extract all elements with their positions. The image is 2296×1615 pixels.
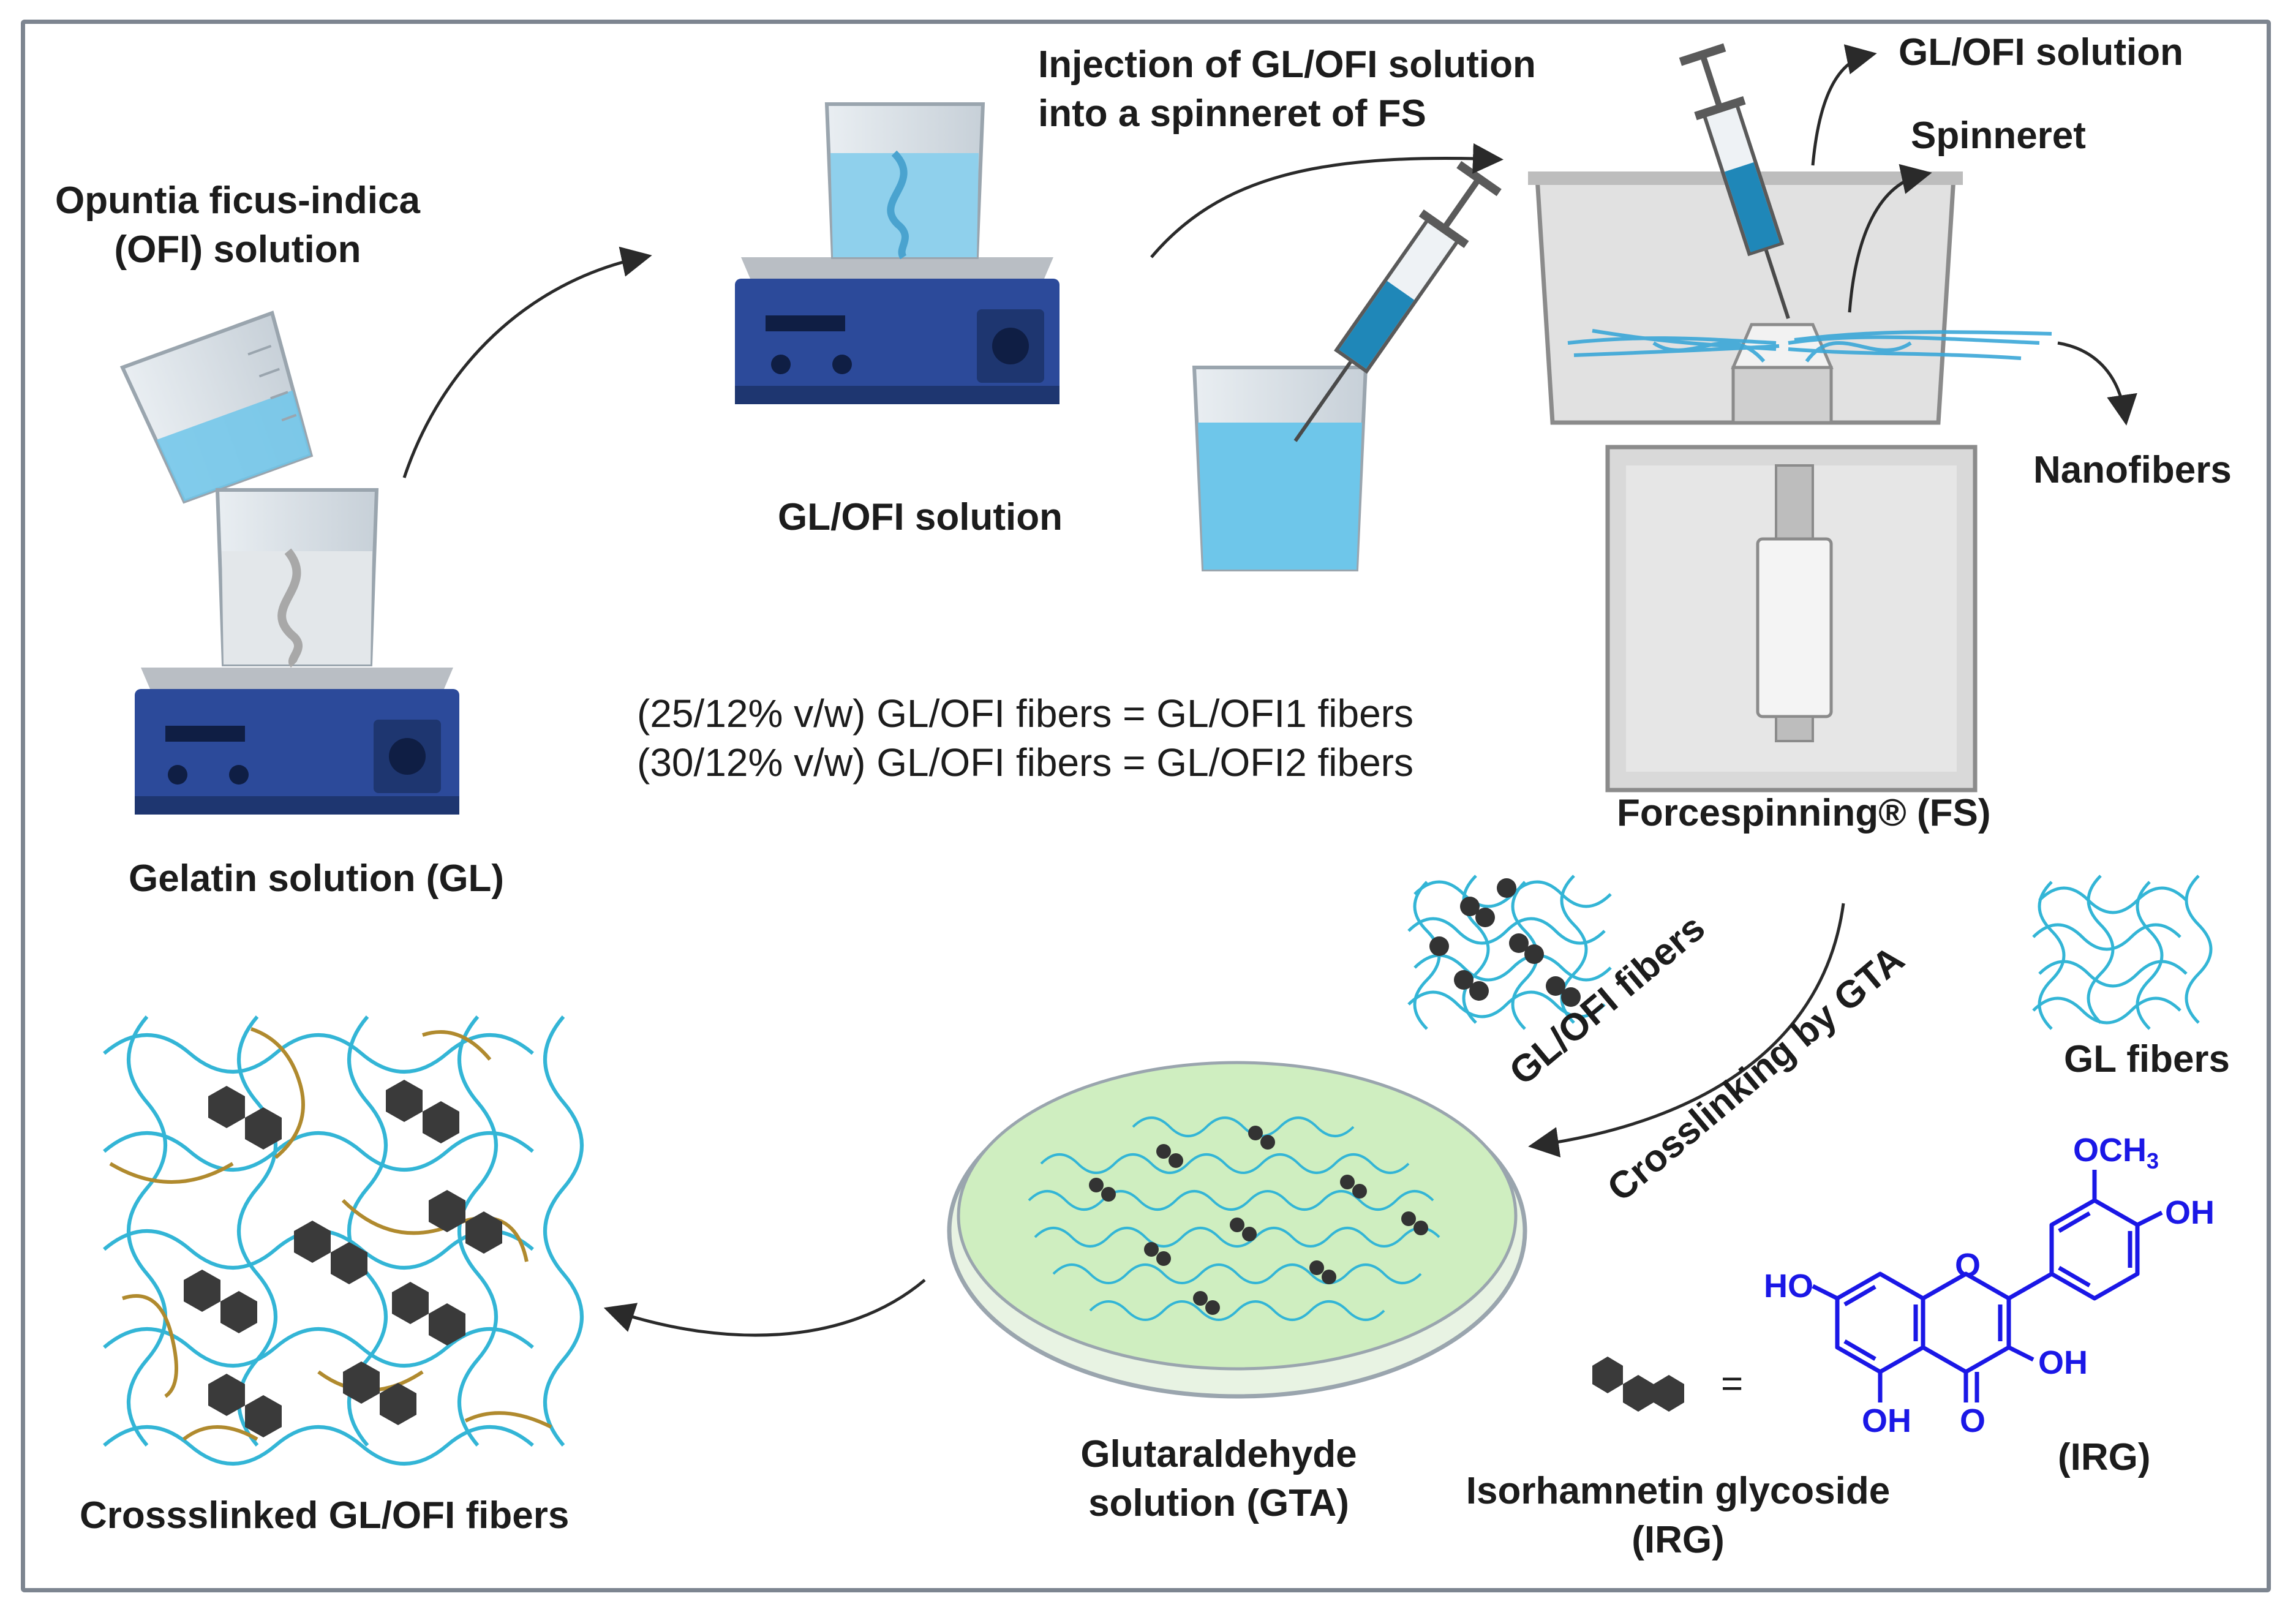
- ho-7-label: HO: [1764, 1268, 1813, 1304]
- arrow-to-nanofibers-label: [2057, 341, 2137, 426]
- gl-fibers-icon: [2032, 875, 2213, 1030]
- magnetic-stirrer-gelatin-icon: [135, 668, 459, 815]
- pouring-beaker-icon: [119, 311, 314, 504]
- ofi-solution-label: Opuntia ficus-indica(OFI) solution: [55, 179, 420, 271]
- glofi-solution-stirrer-label: GL/OFI solution: [778, 496, 1063, 538]
- beaker-injection-icon: [1192, 366, 1368, 571]
- spinneret-label: Spinneret: [1911, 115, 2086, 157]
- syringe-icon: [1293, 160, 1502, 442]
- och3-label: OCH3: [2073, 1132, 2159, 1173]
- ratio-definitions: (25/12% v/w) GL/OFI fibers = GL/OFI1 fib…: [637, 689, 1413, 787]
- glofi-fibers-icon: [1407, 875, 1612, 1030]
- irg-abbrev-label: (IRG): [2058, 1436, 2151, 1478]
- forcespinning-machine-icon: [1528, 171, 2052, 792]
- irg-name-label: Isorhamnetin glycoside(IRG): [1466, 1470, 1891, 1561]
- forcespinning-label: Forcespinning® (FS): [1617, 792, 1991, 834]
- crosslinked-fibers-icon: [103, 1015, 584, 1466]
- glofi-solution-syringe-label: GL/OFI solution: [1899, 31, 2183, 73]
- gelatin-solution-label: Gelatin solution (GL): [129, 857, 505, 900]
- crosslinked-fibers-label: Crossslinked GL/OFI fibers: [80, 1494, 570, 1537]
- arrow-to-glofi-label: [1811, 44, 1877, 166]
- oh-3-label: OH: [2038, 1344, 2088, 1381]
- process-arrows: [402, 44, 2137, 1337]
- arrow-to-stirrer: [402, 246, 652, 478]
- ring-oxygen-label: O: [1955, 1247, 1981, 1284]
- nanofibers-label: Nanofibers: [2033, 449, 2232, 491]
- ratio-line-1: (25/12% v/w) GL/OFI fibers = GL/OFI1 fib…: [637, 691, 1413, 736]
- isorhamnetin-structure: [1812, 1170, 2163, 1402]
- beaker-glofi-icon: [824, 102, 985, 260]
- oh-5-label: OH: [1862, 1402, 1911, 1439]
- irg-hexagon-symbol: [1592, 1357, 1684, 1412]
- ratio-line-2: (30/12% v/w) GL/OFI fibers = GL/OFI2 fib…: [637, 740, 1413, 785]
- oh-4prime-label: OH: [2165, 1194, 2215, 1231]
- carbonyl-oxygen-label: O: [1960, 1402, 1986, 1439]
- equals-sign: =: [1721, 1363, 1744, 1405]
- arrow-to-spinneret-label: [1848, 164, 1932, 313]
- magnetic-stirrer-glofi-icon: [735, 257, 1060, 404]
- petri-dish-icon: [947, 1061, 1527, 1399]
- arrow-crosslinking: [1528, 903, 1845, 1158]
- beaker-gelatin-icon: [215, 488, 379, 668]
- gl-fibers-label: GL fibers: [2064, 1038, 2230, 1080]
- spinneret-syringe-icon: [1679, 43, 1790, 319]
- arrow-to-forcespinning: [1150, 143, 1504, 258]
- arrow-to-crosslinked: [603, 1279, 926, 1337]
